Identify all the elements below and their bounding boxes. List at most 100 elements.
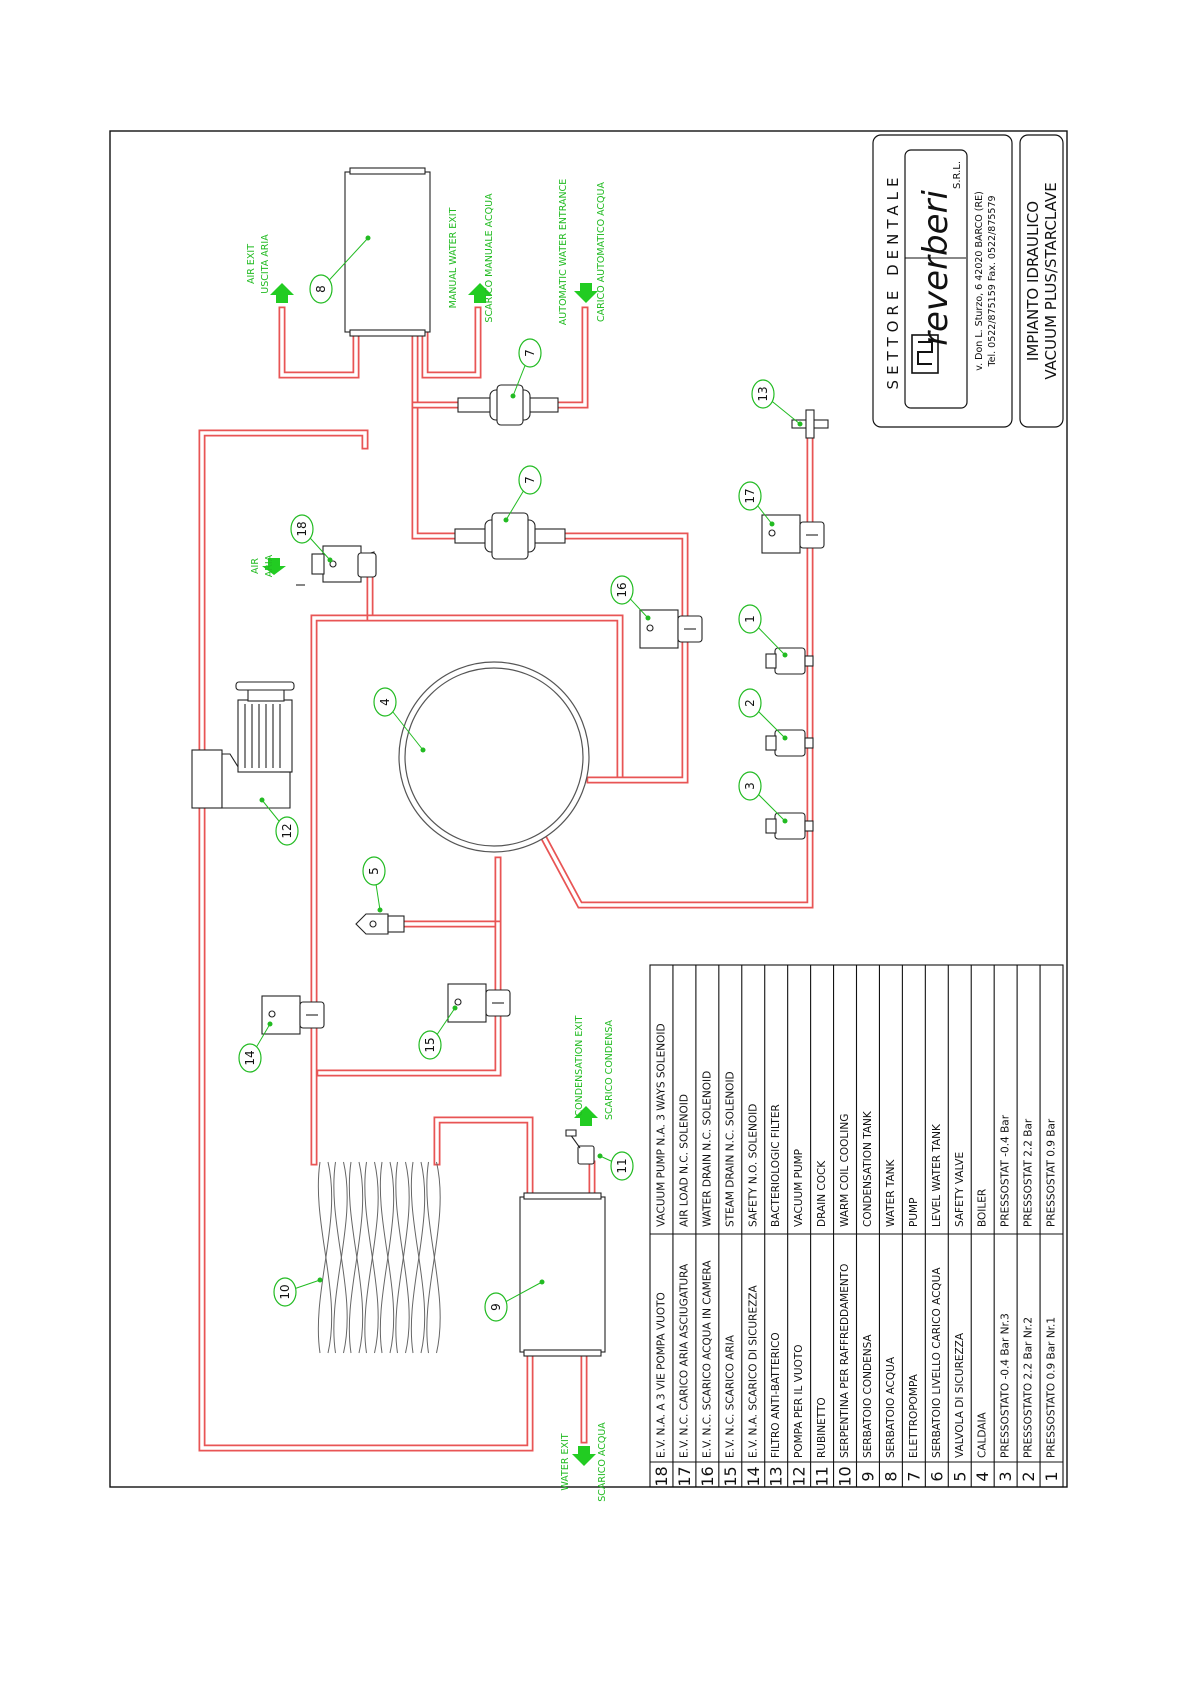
- legend-number: 16: [698, 1466, 717, 1486]
- legend-description-en: CONDENSATION TANK: [862, 1110, 874, 1227]
- component-tag-1: 1: [738, 604, 788, 658]
- component-tag-number: 14: [243, 1050, 257, 1065]
- solenoid-valve-18: [296, 545, 377, 586]
- condensation-exit-label: CONDENSATION EXIT: [574, 1015, 585, 1116]
- legend-number: 12: [790, 1466, 809, 1486]
- manual-water-exit-label: MANUAL WATER EXIT: [448, 207, 459, 308]
- legend-description-en: LEVEL WATER TANK: [931, 1123, 943, 1227]
- legend-number: 17: [675, 1466, 694, 1486]
- component-tag-number: 7: [523, 476, 537, 484]
- legend-description-en: PRESSOSTAT 0.9 Bar: [1046, 1118, 1058, 1227]
- up-arrow-icon: [574, 1106, 598, 1126]
- air-label-it: ARIA: [264, 554, 275, 577]
- component-tag-15: 15: [418, 1005, 458, 1060]
- legend-description-it: SERBATOIO CONDENSA: [862, 1334, 874, 1458]
- legend-description-en: SAFETY VALVE: [954, 1152, 966, 1227]
- component-tag-number: 1: [743, 615, 757, 623]
- bacteriologic-filter: [791, 409, 829, 439]
- component-tag-number: 15: [423, 1037, 437, 1052]
- component-tag-3: 3: [738, 771, 788, 824]
- legend-number: 8: [881, 1471, 900, 1481]
- water-exit-label: WATER EXIT: [560, 1433, 571, 1490]
- safety-valve: [355, 913, 405, 935]
- legend-number: 15: [721, 1466, 740, 1486]
- legend-number: 1: [1042, 1471, 1061, 1481]
- legend-number: 7: [904, 1471, 923, 1481]
- component-tag-18: 18: [290, 514, 333, 563]
- water-exit-label-it: SCARICO ACQUA: [597, 1422, 608, 1502]
- legend-number: 4: [973, 1471, 992, 1481]
- drain-cock: [565, 1129, 595, 1165]
- vacuum-pump: [191, 681, 295, 809]
- legend-description-it: SERBATOIO LIVELLO CARICO ACQUA: [931, 1267, 943, 1458]
- condensation-tank: [519, 1192, 606, 1357]
- solenoid-valve-16: [639, 609, 703, 649]
- legend-row: 3 PRESSOSTATO -0.4 Bar Nr.3 PRESSOSTAT -0.…: [993, 965, 1015, 1487]
- pressostat-3: [765, 812, 814, 840]
- drawing-frame: [109, 130, 1068, 1488]
- company-suffix: S.R.L.: [952, 161, 963, 189]
- component-tag-number: 2: [743, 699, 757, 707]
- component-tag-number: 8: [314, 285, 328, 293]
- legend-number: 3: [996, 1471, 1015, 1481]
- legend-description-it: PRESSOSTATO -0.4 Bar Nr.3: [1000, 1313, 1012, 1458]
- component-tag-8: 8: [309, 235, 371, 304]
- legend-description-en: WARM COIL COOLING: [839, 1114, 851, 1227]
- legend-description-it: E.V. N.A. A 3 VIE POMPA VUOTO: [655, 1292, 667, 1458]
- legend-description-it: SERPENTINA PER RAFFREDDAMENTO: [839, 1264, 851, 1458]
- legend-description-en: PRESSOSTAT -0.4 Bar: [1000, 1114, 1012, 1227]
- air-exit-label: AIR EXIT: [246, 244, 257, 284]
- component-tag-9: 9: [484, 1279, 545, 1322]
- flow-annotations: AIR EXIT USCITA ARIA MANUAL WATER EXIT S…: [246, 179, 615, 1502]
- component-tag-number: 10: [278, 1284, 292, 1299]
- component-tag-number: 17: [743, 488, 757, 503]
- manual-water-exit-label-it: SCARICO MANUALE ACQUA: [484, 193, 495, 323]
- legend-description-it: E.V. N.C. CARICO ARIA ASCIUGATURA: [678, 1263, 690, 1458]
- air-exit-label-it: USCITA ARIA: [260, 234, 271, 294]
- legend-number: 13: [767, 1466, 786, 1486]
- component-tag-13: 13: [751, 379, 803, 427]
- legend-description-it: E.V. N.C. SCARICO ARIA: [724, 1334, 736, 1458]
- condensation-exit-label-it: SCARICO CONDENSA: [604, 1019, 615, 1120]
- drawing-title: IMPIANTO IDRAULICO: [1024, 201, 1042, 361]
- boiler: [398, 661, 590, 853]
- component-tag-number: 4: [378, 698, 392, 706]
- up-arrow-icon: [468, 283, 492, 303]
- legend-description-it: E.V. N.C. SCARICO ACQUA IN CAMERA: [701, 1260, 713, 1458]
- component-tag-number: 3: [743, 782, 757, 790]
- legend-number: 6: [927, 1471, 946, 1481]
- legend-description-en: DRAIN COCK: [816, 1160, 828, 1227]
- component-tag-number: 16: [615, 582, 629, 597]
- air-label: AIR: [250, 558, 261, 574]
- down-arrow-icon: [262, 558, 286, 575]
- legend-row: 1 PRESSOSTATO 0.9 Bar Nr.1 PRESSOSTAT 0.9 …: [1039, 965, 1061, 1487]
- legend-description-it: E.V. N.A. SCARICO DI SICUREZZA: [747, 1285, 759, 1458]
- auto-water-entrance-label: AUTOMATIC WATER ENTRANCE: [558, 179, 569, 325]
- legend-description-it: PRESSOSTATO 0.9 Bar Nr.1: [1046, 1317, 1058, 1458]
- solenoid-valve-15: [447, 983, 511, 1023]
- pipe-network: [198, 306, 814, 1452]
- component-tag-11: 11: [597, 1151, 634, 1181]
- component-tag-number: 9: [489, 1303, 503, 1311]
- legend-number: 11: [813, 1466, 832, 1486]
- component-tag-number: 11: [615, 1158, 629, 1173]
- component-tag-14: 14: [238, 1021, 273, 1073]
- down-arrow-icon: [572, 1446, 596, 1466]
- component-tag-number: 18: [295, 521, 309, 536]
- up-arrow-icon: [270, 283, 294, 303]
- component-tag-number: 5: [367, 867, 381, 875]
- legend-description-it: SERBATOIO ACQUA: [885, 1356, 897, 1458]
- company-name: reverberi: [916, 190, 956, 346]
- legend-number: 18: [652, 1466, 671, 1486]
